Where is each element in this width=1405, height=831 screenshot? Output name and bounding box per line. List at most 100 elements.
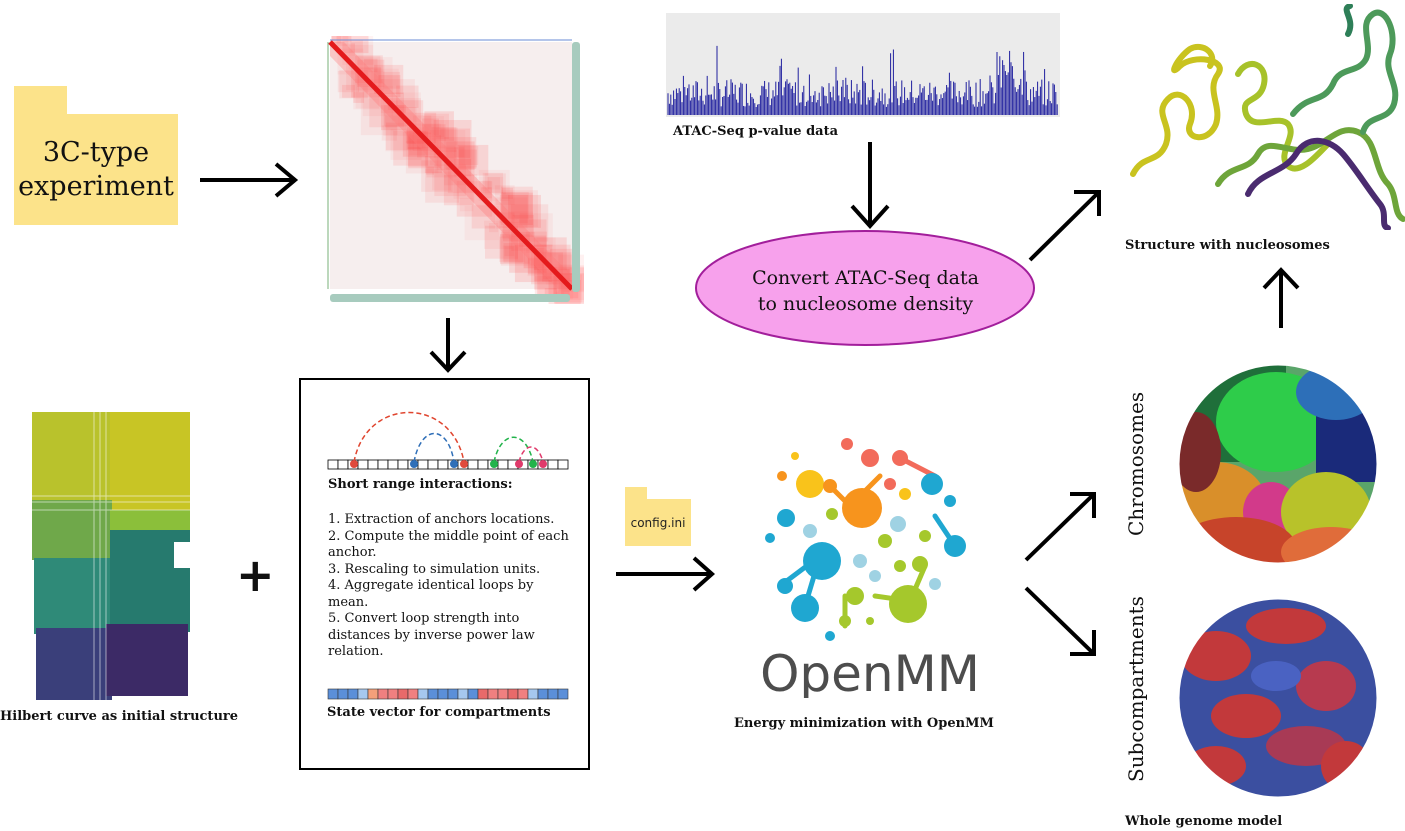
hic-speckle <box>502 245 518 261</box>
hic-speckle <box>500 231 535 266</box>
hic-speckle <box>454 147 465 158</box>
chromosomes-sphere-image <box>1178 364 1378 564</box>
hic-speckle <box>504 246 515 257</box>
hic-speckle <box>502 187 513 199</box>
convert-label: Convert ATAC-Seq data to nucleosome dens… <box>693 265 1038 317</box>
openmm-logo: OpenMM <box>760 438 980 698</box>
hic-speckle <box>488 222 499 233</box>
hic-speckle <box>545 272 558 285</box>
hic-speckle <box>447 166 475 194</box>
hic-speckle <box>407 146 428 167</box>
convert-line1: Convert ATAC-Seq data <box>752 267 979 289</box>
hic-speckle <box>425 168 459 203</box>
hic-speckle <box>378 75 401 98</box>
hic-speckle <box>487 177 500 190</box>
state-cell <box>497 688 509 700</box>
hic-speckle <box>459 197 474 212</box>
hic-speckle <box>424 111 454 141</box>
hic-speckle <box>534 276 555 296</box>
hic-speckle <box>443 174 475 206</box>
hic-speckle <box>390 128 422 160</box>
sequence-cell <box>367 459 379 470</box>
hic-speckle <box>459 145 479 165</box>
sequence-cell <box>557 459 569 470</box>
state-cell <box>457 688 469 700</box>
hic-speckle <box>501 186 533 219</box>
hic-contact-map <box>327 36 584 304</box>
hic-speckle <box>350 39 363 53</box>
hilbert-caption: Hilbert curve as initial structure <box>0 709 239 724</box>
hic-speckle <box>487 177 504 193</box>
hic-speckle <box>331 36 352 43</box>
step-item: 3. Rescaling to simulation units. <box>328 561 541 577</box>
hic-speckle <box>528 258 545 275</box>
state-cell <box>417 688 429 700</box>
hic-speckle <box>342 43 355 56</box>
experiment-label-line1: 3C-type <box>42 136 150 168</box>
convert-line2: to nucleosome density <box>757 293 974 315</box>
arrow-box-to-openmm <box>616 556 716 592</box>
subcompartments-sphere-image <box>1178 598 1378 798</box>
hic-speckle <box>408 133 424 150</box>
state-cell <box>437 688 449 700</box>
state-cell <box>467 688 479 700</box>
hic-speckle <box>424 156 442 174</box>
sequence-cell <box>467 459 479 470</box>
sequence-cell <box>477 459 489 470</box>
whole-genome-caption: Whole genome model <box>1125 814 1283 829</box>
state-cell <box>377 688 389 700</box>
loop-arcs-diagram <box>327 411 569 470</box>
plus-sign: + <box>236 548 275 602</box>
state-cell <box>487 688 499 700</box>
processing-box <box>299 378 590 770</box>
hic-speckle <box>459 149 477 168</box>
step-item: 4. Aggregate identical loops by mean. <box>328 578 534 610</box>
short-range-title: Short range interactions: <box>328 477 513 492</box>
hic-speckle <box>422 116 444 138</box>
arrow-openmm-to-chromosomes <box>1024 492 1096 562</box>
sequence-cell <box>377 459 389 470</box>
hic-speckle <box>534 267 557 290</box>
hic-speckle <box>425 166 434 175</box>
chromosomes-label: Chromosomes <box>1124 391 1148 536</box>
hic-speckle <box>499 236 525 262</box>
step-item: 2. Compute the middle point of each anch… <box>328 528 569 561</box>
state-cell <box>507 688 519 700</box>
hic-speckle <box>385 124 412 152</box>
hic-speckle <box>381 125 397 141</box>
sequence-cell <box>417 459 429 470</box>
hic-speckle <box>432 171 451 191</box>
hic-speckle <box>385 115 397 128</box>
hic-speckle <box>457 144 489 176</box>
state-cell <box>407 688 419 700</box>
hic-speckle <box>342 84 355 98</box>
sequence-cell <box>357 459 369 470</box>
hic-speckle <box>353 92 365 103</box>
hic-speckle <box>434 164 466 197</box>
subcompartments-label: Subcompartments <box>1124 596 1148 782</box>
nucleosome-structure-image <box>1130 4 1405 230</box>
hic-speckle <box>397 107 417 126</box>
state-cell <box>547 688 559 700</box>
hic-speckle <box>474 176 489 191</box>
hic-speckle <box>380 79 415 114</box>
hic-speckle <box>480 187 492 199</box>
hic-speckle <box>440 128 470 159</box>
hic-speckle <box>371 70 385 85</box>
hic-speckle <box>364 58 378 73</box>
nucleosomes-caption: Structure with nucleosomes <box>1125 238 1330 253</box>
state-cell <box>347 688 359 700</box>
arrow-genome-to-nucleosomes <box>1262 267 1300 328</box>
hic-speckle <box>471 204 496 229</box>
hic-speckle <box>355 85 380 109</box>
hic-speckle <box>436 127 458 150</box>
sequence-cell <box>497 459 509 470</box>
hic-speckle <box>508 194 541 228</box>
state-cell <box>537 688 549 700</box>
hic-speckle <box>482 180 491 189</box>
hic-speckle <box>511 232 531 251</box>
state-vector-title: State vector for compartments <box>327 705 551 720</box>
sequence-cell <box>387 459 399 470</box>
sequence-cell <box>547 459 559 470</box>
hic-speckle <box>534 244 571 282</box>
